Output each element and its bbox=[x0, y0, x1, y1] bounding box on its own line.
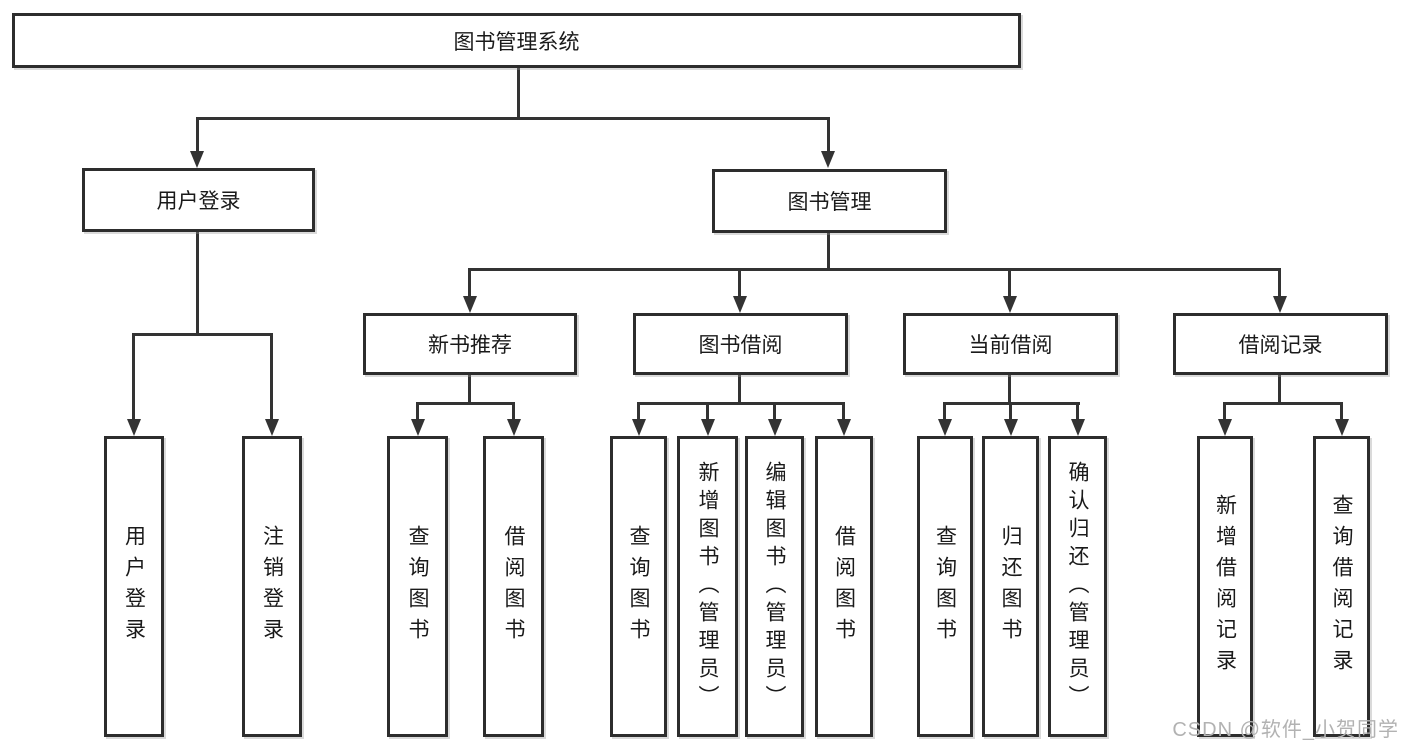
arrowhead bbox=[701, 419, 715, 436]
arrowhead bbox=[507, 419, 521, 436]
arrowhead bbox=[1004, 419, 1018, 436]
node-borrow-records: 借阅记录 bbox=[1173, 313, 1388, 375]
connector-current-stem bbox=[1008, 375, 1011, 404]
connector-to-new-book bbox=[468, 270, 471, 298]
connector-new-book-branch bbox=[416, 402, 515, 405]
arrowhead bbox=[1335, 419, 1349, 436]
leaf-nb-query-book: 查询图书 bbox=[387, 436, 448, 737]
leaf-rec-query-record: 查询借阅记录 bbox=[1313, 436, 1370, 737]
connector-to-records bbox=[1278, 270, 1281, 298]
leaf-cb-query-book: 查询图书 bbox=[917, 436, 973, 737]
arrowhead bbox=[190, 151, 204, 168]
connector-to-borrow bbox=[738, 270, 741, 298]
arrowhead bbox=[632, 419, 646, 436]
connector-to-leaf bbox=[416, 404, 419, 420]
arrowhead bbox=[1218, 419, 1232, 436]
arrowhead bbox=[821, 151, 835, 168]
node-label: 查询图书 bbox=[933, 524, 957, 649]
node-label: 新增图书（管理员） bbox=[696, 460, 719, 713]
arrowhead bbox=[411, 419, 425, 436]
connector-borrow-stem bbox=[738, 375, 741, 404]
node-label: 图书管理 bbox=[787, 191, 872, 214]
connector-current-branch bbox=[943, 402, 1080, 405]
connector-to-user-login bbox=[196, 119, 199, 152]
node-label: 新书推荐 bbox=[428, 334, 512, 357]
connector-to-leaf bbox=[1076, 404, 1079, 420]
node-book-management: 图书管理 bbox=[712, 169, 947, 233]
arrowhead bbox=[768, 419, 782, 436]
node-label: 查询图书 bbox=[627, 524, 650, 649]
arrowhead bbox=[1003, 296, 1017, 313]
connector-to-leaf bbox=[842, 404, 845, 420]
arrowhead bbox=[938, 419, 952, 436]
connector-to-leaf bbox=[132, 335, 135, 420]
node-label: 确认归还（管理员） bbox=[1066, 460, 1089, 713]
node-label: 当前借阅 bbox=[968, 334, 1053, 357]
arrowhead bbox=[463, 296, 477, 313]
node-current-borrow: 当前借阅 bbox=[903, 313, 1118, 375]
node-root: 图书管理系统 bbox=[12, 13, 1021, 68]
arrowhead bbox=[733, 296, 747, 313]
node-label: 借阅图书 bbox=[832, 524, 856, 649]
node-label: 用户登录 bbox=[122, 524, 146, 649]
node-label: 查询图书 bbox=[406, 524, 429, 649]
arrowhead bbox=[265, 419, 279, 436]
leaf-user-login: 用户登录 bbox=[104, 436, 164, 737]
node-label: 用户登录 bbox=[156, 190, 241, 213]
connector-records-stem bbox=[1278, 375, 1281, 404]
connector-to-leaf bbox=[270, 335, 273, 420]
connector-user-login-stem bbox=[196, 232, 199, 335]
connector-to-leaf bbox=[637, 404, 640, 420]
node-book-borrow: 图书借阅 bbox=[633, 313, 848, 375]
node-label: 新增借阅记录 bbox=[1213, 493, 1237, 680]
node-label: 编辑图书（管理员） bbox=[763, 460, 786, 713]
connector-book-mgmt-stem bbox=[827, 233, 830, 270]
leaf-bb-borrow-book: 借阅图书 bbox=[815, 436, 873, 737]
connector-level2-branch bbox=[196, 117, 830, 120]
connector-new-book-stem bbox=[468, 375, 471, 404]
leaf-rec-add-record: 新增借阅记录 bbox=[1197, 436, 1253, 737]
csdn-watermark: CSDN @软件_小贺同学 bbox=[1172, 719, 1399, 741]
connector-user-login-branch bbox=[132, 333, 273, 336]
connector-to-current bbox=[1008, 270, 1011, 298]
node-label: 图书借阅 bbox=[698, 334, 783, 357]
leaf-bb-query-book: 查询图书 bbox=[610, 436, 667, 737]
leaf-bb-add-book-admin: 新增图书（管理员） bbox=[677, 436, 738, 737]
connector-to-leaf bbox=[1009, 404, 1012, 420]
leaf-cb-confirm-return-admin: 确认归还（管理员） bbox=[1048, 436, 1107, 737]
node-user-login: 用户登录 bbox=[82, 168, 315, 232]
connector-records-branch bbox=[1223, 402, 1343, 405]
node-label: 查询借阅记录 bbox=[1330, 493, 1353, 680]
connector-to-leaf bbox=[1223, 404, 1226, 420]
leaf-bb-edit-book-admin: 编辑图书（管理员） bbox=[745, 436, 804, 737]
connector-level3-branch bbox=[468, 268, 1281, 271]
connector-root-stem bbox=[517, 66, 520, 119]
connector-to-leaf bbox=[706, 404, 709, 420]
connector-to-leaf bbox=[943, 404, 946, 420]
node-label: 借阅图书 bbox=[502, 524, 525, 649]
node-label: 注销登录 bbox=[260, 524, 284, 649]
arrowhead bbox=[1273, 296, 1287, 313]
connector-to-leaf bbox=[512, 404, 515, 420]
arrowhead bbox=[837, 419, 851, 436]
node-label: 图书管理系统 bbox=[453, 30, 580, 54]
arrowhead bbox=[1071, 419, 1085, 436]
leaf-nb-borrow-book: 借阅图书 bbox=[483, 436, 544, 737]
connector-borrow-branch bbox=[637, 402, 845, 405]
connector-to-book-mgmt bbox=[827, 119, 830, 152]
arrowhead bbox=[127, 419, 141, 436]
node-label: 归还图书 bbox=[999, 524, 1022, 649]
leaf-logout: 注销登录 bbox=[242, 436, 302, 737]
node-new-book-recommend: 新书推荐 bbox=[363, 313, 577, 375]
connector-to-leaf bbox=[773, 404, 776, 420]
node-label: 借阅记录 bbox=[1238, 334, 1323, 357]
connector-to-leaf bbox=[1340, 404, 1343, 420]
leaf-cb-return-book: 归还图书 bbox=[982, 436, 1039, 737]
